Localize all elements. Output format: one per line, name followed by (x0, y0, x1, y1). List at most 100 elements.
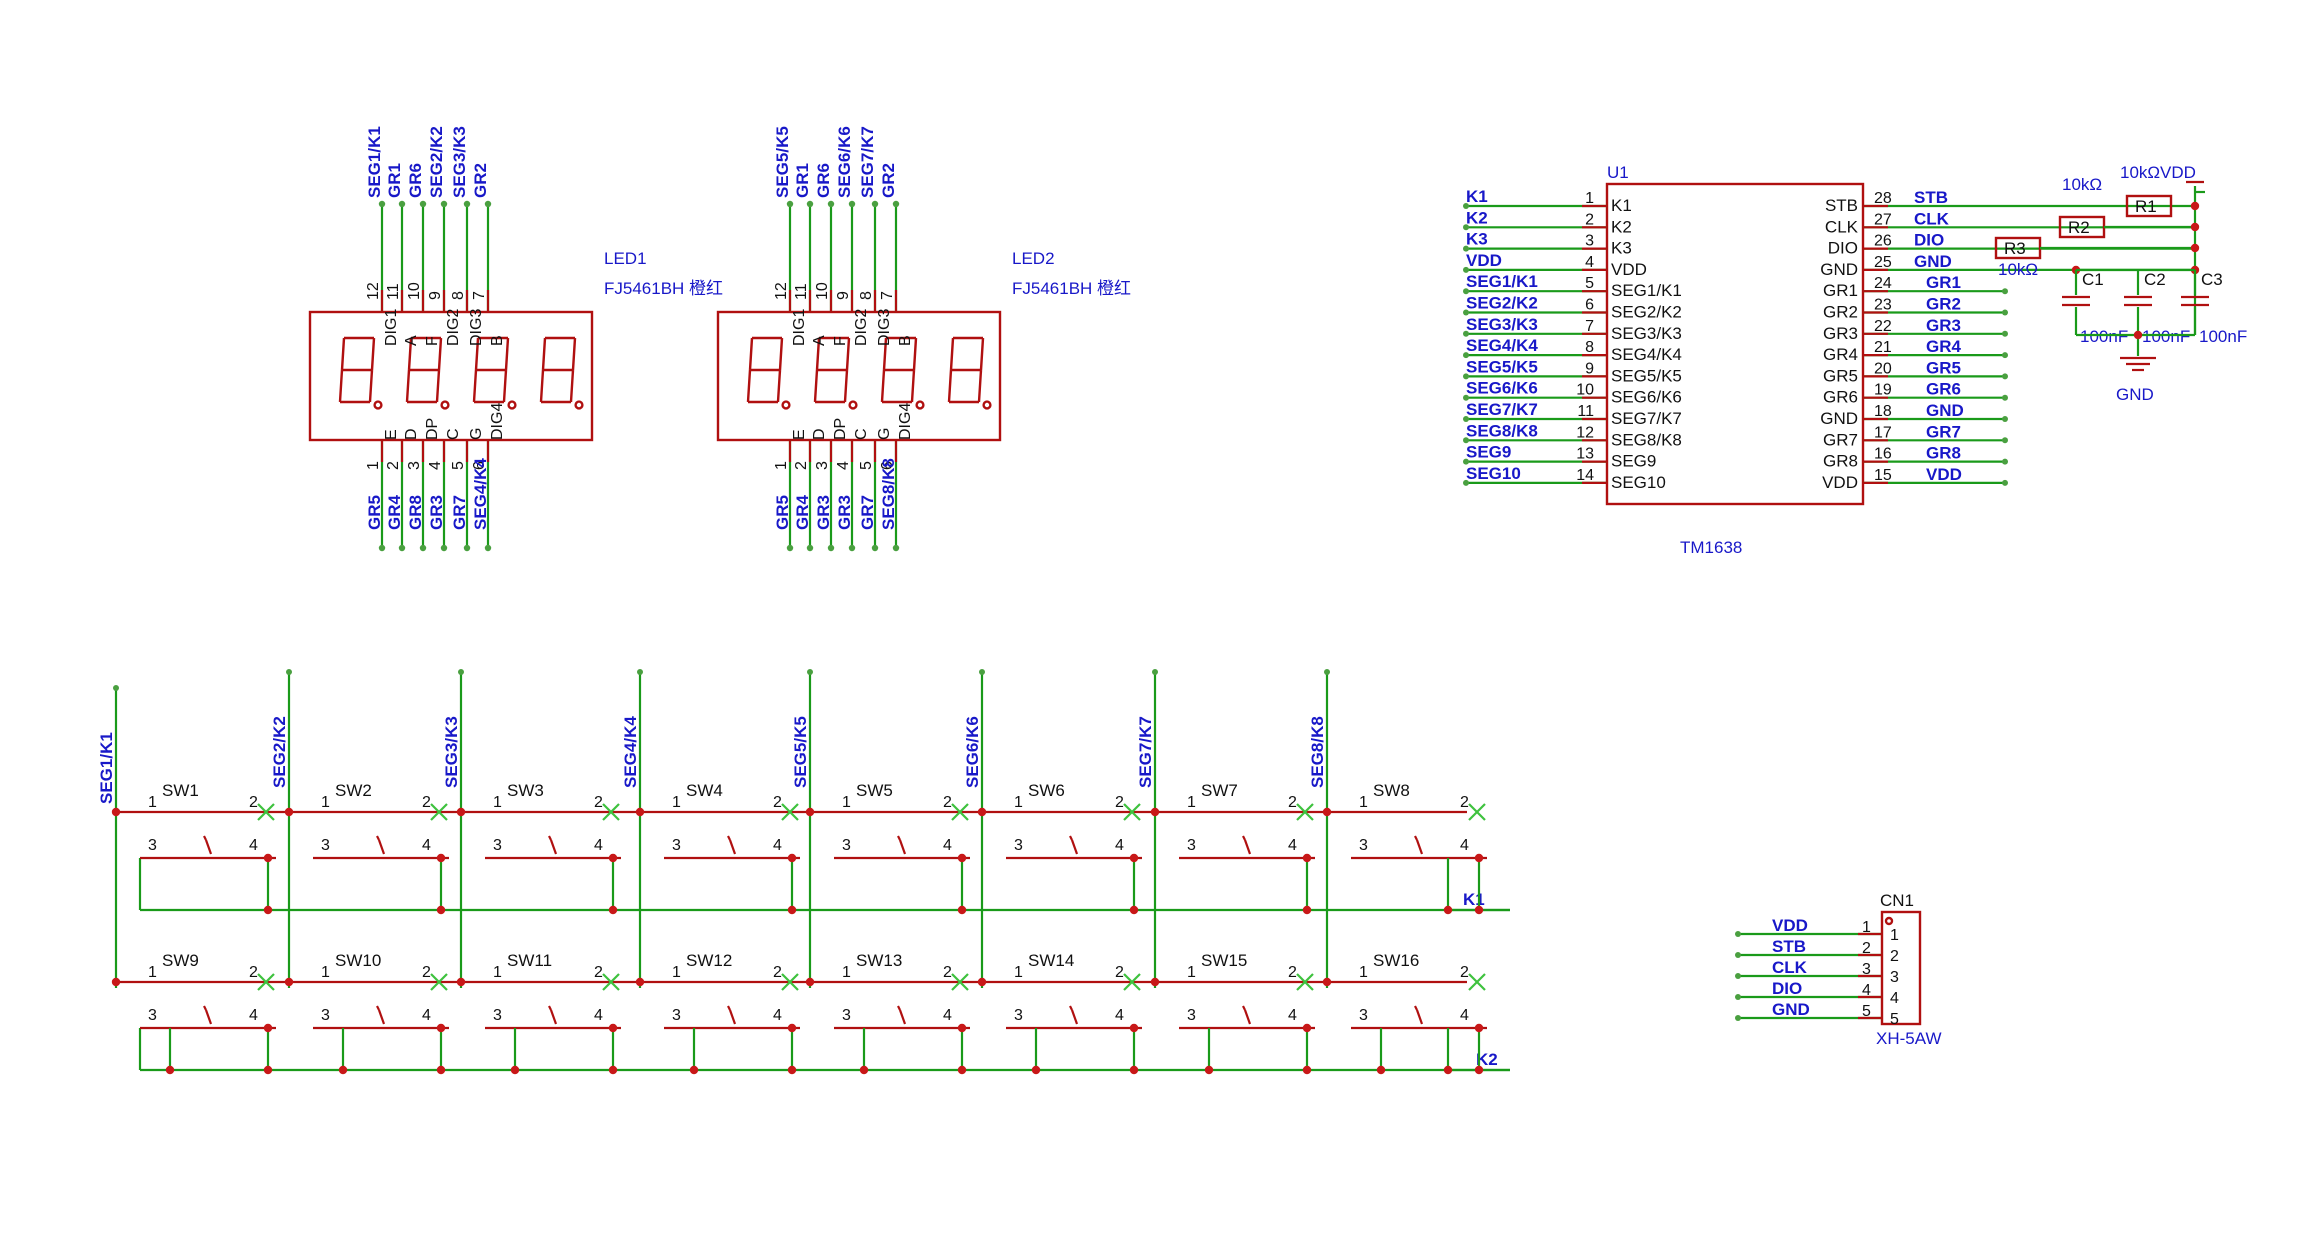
pin-end (419, 544, 427, 552)
pin-number: 10 (1576, 382, 1594, 399)
column-label: SEG2/K2 (270, 716, 289, 788)
column-label: SEG6/K6 (963, 716, 982, 788)
pin-name: SEG3/K3 (1611, 324, 1682, 343)
pin-end (484, 200, 492, 208)
net-label: SEG6/K6 (1466, 379, 1538, 398)
pin-number: 5 (1585, 275, 1594, 292)
segment (407, 337, 413, 371)
pin-number: 14 (1576, 467, 1594, 484)
segment (474, 337, 480, 371)
column-label: SEG7/K7 (1136, 716, 1155, 788)
pin-end (1463, 266, 1469, 273)
pin-function: DIG1 (383, 309, 400, 346)
sw-pin-1: 1 (493, 794, 502, 811)
switch-ref: SW1 (162, 781, 199, 800)
pin-end (786, 200, 794, 208)
junction (338, 1065, 348, 1075)
net-label: GR4 (385, 495, 404, 531)
connector-body (1880, 910, 1922, 1026)
pin-number: 13 (1576, 446, 1594, 463)
sw-pin-1: 1 (672, 964, 681, 981)
pin-function: DP (832, 418, 849, 440)
pin-name: GND (1820, 260, 1858, 279)
sw-pin-2: 2 (773, 794, 782, 811)
sw-pin-2: 2 (1460, 964, 1469, 981)
switch-ref: SW3 (507, 781, 544, 800)
column-end (1152, 669, 1158, 675)
net-label: GR5 (1926, 358, 1961, 377)
junction (510, 1065, 520, 1075)
junction (436, 905, 446, 915)
sw-pin-3: 3 (1359, 837, 1368, 854)
junction (1302, 1065, 1312, 1075)
net-label: GR2 (1926, 295, 1961, 314)
pin-function: DIG3 (876, 309, 893, 346)
pin-name: DIO (1828, 239, 1858, 258)
r1-body (2125, 194, 2173, 218)
net-label: GR4 (793, 495, 812, 531)
cap-value: 100nF (2199, 327, 2247, 346)
segment (405, 369, 411, 403)
pin-name: SEG9 (1611, 452, 1656, 471)
switch-ref: SW12 (686, 951, 732, 970)
pin-number: 1 (773, 461, 790, 470)
pin-number: 22 (1874, 318, 1892, 335)
junction (957, 853, 967, 863)
pin-end (398, 544, 406, 552)
net-label: SEG10 (1466, 464, 1521, 483)
net-label: GR4 (1926, 337, 1962, 356)
net-label: VDD (1466, 251, 1502, 270)
junction (1302, 1023, 1312, 1033)
net-label: CLK (1914, 209, 1950, 228)
junction (1302, 905, 1312, 915)
junction (787, 905, 797, 915)
sw-pin-1: 1 (321, 794, 330, 811)
net-label: GR5 (773, 495, 792, 530)
net-label: GR3 (835, 495, 854, 530)
column-end (637, 669, 643, 675)
sw-pin-2: 2 (1115, 964, 1124, 981)
pin-name: GR4 (1823, 345, 1858, 364)
decimal-point (982, 400, 992, 410)
pin-name: SEG10 (1611, 473, 1666, 492)
sw-pin-3: 3 (1359, 1007, 1368, 1024)
cap-ref: C1 (2082, 270, 2104, 289)
pin-number: 3 (406, 461, 423, 470)
pin-number: 11 (385, 283, 402, 300)
switch-ref: SW8 (1373, 781, 1410, 800)
decimal-point (373, 400, 383, 410)
pin-name: GR2 (1823, 303, 1858, 322)
pin-function: D (403, 428, 420, 440)
sw-pin-2: 2 (943, 794, 952, 811)
pin-number: 6 (1585, 297, 1594, 314)
cap-value: 100nF (2142, 327, 2190, 346)
sw-pin-4: 4 (1115, 1007, 1124, 1024)
pin-name: GR6 (1823, 388, 1858, 407)
net-label: SEG3/K3 (1466, 315, 1538, 334)
sw-pin-4: 4 (1460, 837, 1469, 854)
switch-ref: SW11 (507, 951, 552, 970)
net-label: SEG4/K4 (471, 458, 490, 530)
ic-value: TM1638 (1680, 538, 1742, 557)
sw-pin-4: 4 (594, 837, 603, 854)
pin-function: E (383, 429, 400, 440)
sw-actuator (727, 835, 731, 841)
pin-end (827, 544, 835, 552)
sw-actuator (1069, 835, 1073, 841)
pin-name: K3 (1611, 239, 1632, 258)
junction (635, 807, 645, 817)
pin-number: 12 (773, 282, 790, 300)
pin-number: 8 (858, 291, 875, 300)
sw-pin-1: 1 (1359, 794, 1368, 811)
pin-end (1463, 352, 1469, 359)
pin-number: 23 (1874, 297, 1892, 314)
pin-number: 26 (1874, 233, 1892, 250)
pin-end (2002, 394, 2008, 401)
junction (1322, 807, 1332, 817)
net-label: K1 (1466, 187, 1488, 206)
pin-number: 8 (1585, 339, 1594, 356)
junction (284, 977, 294, 987)
pin-number: 4 (427, 461, 444, 470)
r2-ref: R2 (2068, 218, 2090, 237)
